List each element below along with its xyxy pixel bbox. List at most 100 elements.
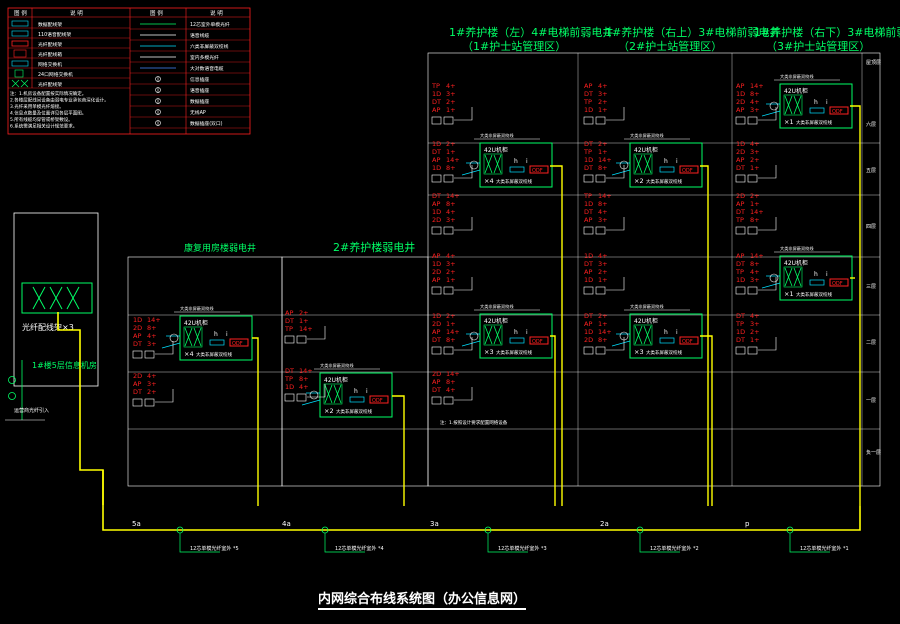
outlet-icon: [431, 174, 442, 183]
point-count: 1+: [446, 276, 456, 284]
cabinet-multiplier: ×1: [784, 118, 794, 126]
point-tag: TP: [583, 192, 592, 200]
outlet-icon: [735, 226, 746, 235]
cabinet-banner: 大类非屏蔽双绞线: [630, 132, 664, 139]
point-tag: 1D: [432, 312, 441, 320]
server-device-label: 光纤配线架×3: [22, 322, 74, 332]
outlet-icon: [595, 116, 606, 125]
legend-note: 5.所有线缆均穿管或桥架敷设。: [10, 116, 73, 123]
point-tag: DT: [285, 317, 294, 325]
frame-building-1: [427, 52, 881, 487]
point-tag: TP: [284, 325, 293, 333]
cabinet-frame: [479, 142, 553, 188]
tag-i: i: [526, 158, 528, 165]
point-tag: AP: [432, 378, 440, 386]
legend-right-desc: 数据插座: [190, 98, 209, 105]
point-tag: DT: [432, 98, 441, 106]
cable-leader: [789, 533, 830, 553]
point-tag: DT: [432, 192, 441, 200]
patch-loop-icon: [769, 273, 779, 283]
point-tag: AP: [432, 106, 440, 114]
point-count: 4+: [598, 208, 608, 216]
outlet-icon: [595, 346, 606, 355]
legend-left-desc: 110语音配线架: [38, 31, 71, 38]
odf-label: ODF: [682, 339, 693, 345]
point-count: 8+: [598, 336, 608, 344]
point-tag: DT: [584, 208, 593, 216]
patch-panel-icon: [484, 154, 502, 174]
point-count: 1+: [598, 148, 608, 156]
tag-i: i: [526, 329, 528, 336]
point-count: 1+: [299, 317, 309, 325]
point-count: 4+: [750, 140, 760, 148]
outlet-icon: [583, 346, 594, 355]
cabinet-caption: 大类非屏蔽双绞线: [646, 178, 682, 185]
odf-label: ODF: [682, 168, 693, 174]
tag-h: h: [814, 271, 818, 278]
cabinet-frame: [629, 142, 703, 188]
point-count: 3+: [750, 320, 760, 328]
point-count: 8+: [750, 216, 760, 224]
server-room: 光纤配线架×3 1#楼5层信息机房 运营商光纤引入: [5, 212, 99, 421]
odf-icon: [829, 106, 849, 115]
point-tag: 1D: [432, 208, 441, 216]
point-count: 4+: [598, 252, 608, 260]
point-count: 4+: [446, 252, 456, 260]
tag-i: i: [226, 331, 228, 338]
point-tag: DT: [736, 208, 745, 216]
point-count: 14+: [750, 82, 764, 90]
point-tag: AP: [736, 156, 744, 164]
diagram-title: 内网综合布线系统图（办公信息网）: [318, 588, 527, 610]
point-tag: 1D: [432, 90, 441, 98]
fiber-riser: [700, 165, 709, 506]
point-tag: AP: [584, 216, 592, 224]
odf-label: ODF: [832, 109, 843, 115]
outlet-icon: [735, 174, 746, 183]
switch-icon: [209, 339, 225, 346]
odf-label: ODF: [832, 281, 843, 287]
floor-label: 三层: [866, 284, 876, 290]
tag-h: h: [514, 158, 518, 165]
point-count: 3+: [750, 276, 760, 284]
point-count: 2+: [598, 98, 608, 106]
legend-note: 2.各楼层配线间设备由弱电专业承包商深化设计。: [10, 97, 109, 104]
tag-i: i: [676, 329, 678, 336]
point-tag: DT: [584, 312, 593, 320]
point-count: 3+: [598, 216, 608, 224]
outlet-icon: [431, 116, 442, 125]
point-count: 14+: [750, 252, 764, 260]
cabinet-banner: 大类非屏蔽双绞线: [780, 73, 814, 80]
point-count: 4+: [446, 208, 456, 216]
tag-i: i: [826, 99, 828, 106]
outlet-icon: [284, 393, 295, 402]
point-count: 3+: [598, 90, 608, 98]
cabinet-caption: 大类非屏蔽双绞线: [196, 351, 232, 358]
point-tag: AP: [133, 380, 141, 388]
point-tag: AP: [432, 156, 440, 164]
point-count: 3+: [598, 260, 608, 268]
trunk-segment-label: 3a: [430, 520, 439, 528]
point-count: 14+: [147, 316, 161, 324]
cabinet-title: 42U机柜: [184, 319, 208, 327]
point-count: 4+: [299, 383, 309, 391]
point-tag: 1D: [432, 164, 441, 172]
point-tag: TP: [735, 320, 744, 328]
point-count: 3+: [446, 90, 456, 98]
switch-icon: [659, 337, 675, 344]
cabinet-banner: 大类非屏蔽双绞线: [480, 132, 514, 139]
point-count: 3+: [446, 260, 456, 268]
odf-icon: [829, 278, 849, 287]
outlet-icon: [735, 286, 746, 295]
legend: 图 例 说 明 图 例 说 明 数据配线架110语音配线架光纤配线架光纤配线箱网…: [7, 7, 251, 135]
point-tag: AP: [736, 106, 744, 114]
point-tag: DT: [133, 388, 142, 396]
point-count: 4+: [750, 268, 760, 276]
